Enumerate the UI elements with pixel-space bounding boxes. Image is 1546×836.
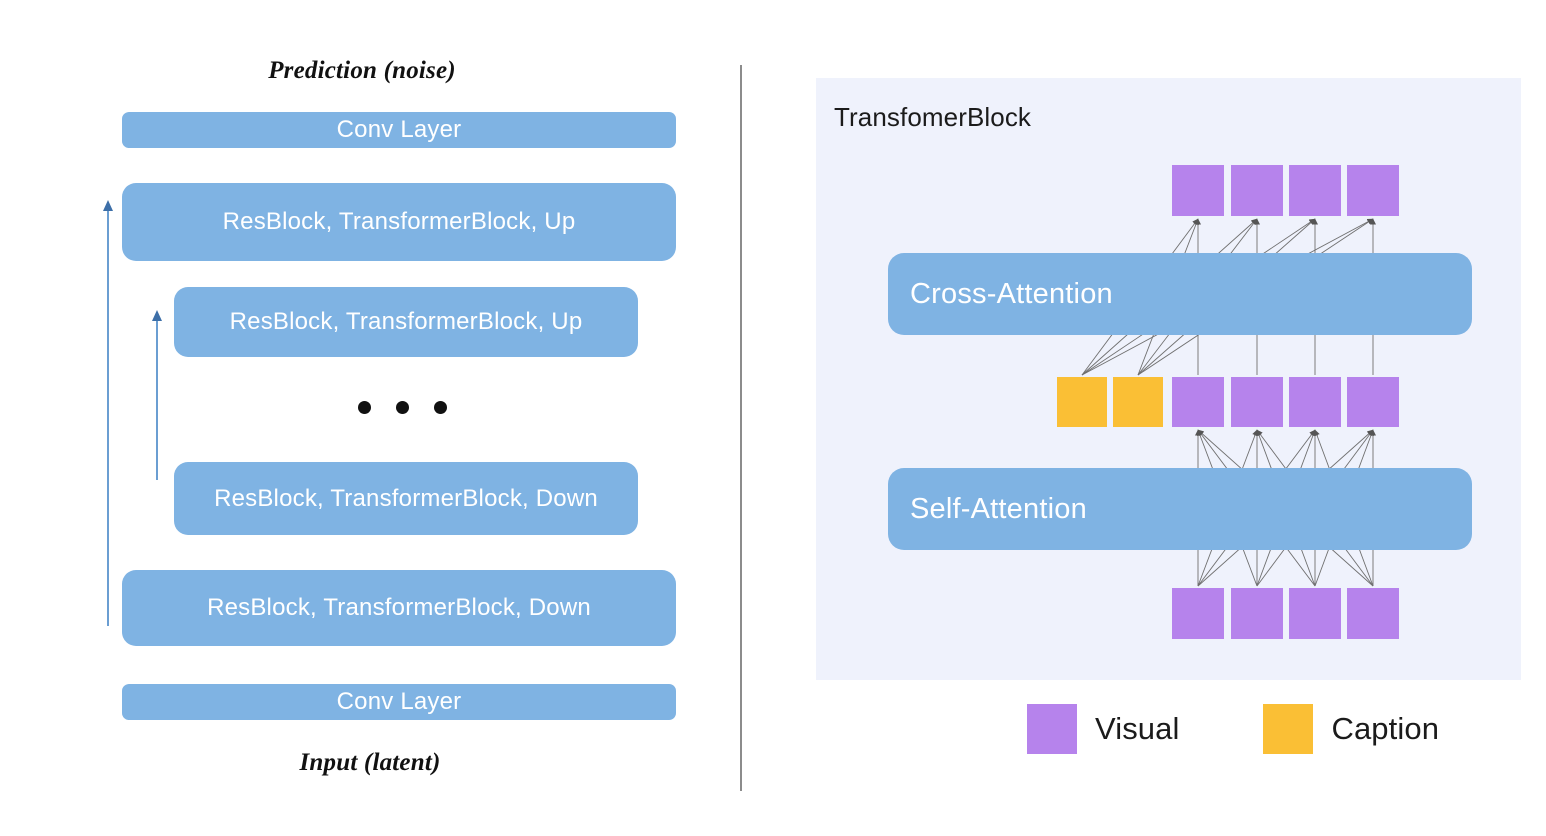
unet-stage-3: ResBlock, TransformerBlock, Down <box>174 462 638 535</box>
unet-stage-label: Conv Layer <box>336 688 462 715</box>
skip-arrow-head-1 <box>151 310 162 321</box>
intermediate-tokens-caption-0 <box>1057 377 1107 427</box>
legend-item-visual: Visual <box>1027 704 1179 754</box>
ellipsis-dot <box>434 401 447 414</box>
attention-block-1: Self-Attention <box>888 468 1472 550</box>
output-tokens-visual-3 <box>1347 165 1399 216</box>
input-tokens-visual-2 <box>1289 588 1341 639</box>
output-tokens-visual-2 <box>1289 165 1341 216</box>
output-tokens-visual-0 <box>1172 165 1224 216</box>
ellipsis-icon <box>358 401 447 414</box>
transformer-block-title: TransfomerBlock <box>834 102 1032 132</box>
skip-arrow-line-0 <box>107 210 109 626</box>
panel-divider <box>740 65 742 791</box>
attention-block-label: Self-Attention <box>910 492 1087 525</box>
attention-block-0: Cross-Attention <box>888 253 1472 335</box>
ellipsis-dot <box>358 401 371 414</box>
unet-stage-2: ResBlock, TransformerBlock, Up <box>174 287 638 357</box>
visual-color-swatch <box>1027 704 1077 754</box>
intermediate-tokens-visual-3 <box>1231 377 1283 427</box>
prediction-noise-caption: Prediction (noise) <box>268 57 456 84</box>
output-tokens-visual-1 <box>1231 165 1283 216</box>
legend-label-visual: Visual <box>1095 711 1180 746</box>
intermediate-tokens-caption-1 <box>1113 377 1163 427</box>
input-tokens-visual-1 <box>1231 588 1283 639</box>
attention-block-label: Cross-Attention <box>910 277 1113 310</box>
unet-stage-label: ResBlock, TransformerBlock, Down <box>207 594 591 621</box>
input-tokens-visual-3 <box>1347 588 1399 639</box>
intermediate-tokens-visual-4 <box>1289 377 1341 427</box>
legend-item-caption: Caption <box>1263 704 1439 754</box>
unet-stage-5: Conv Layer <box>122 684 676 720</box>
unet-stage-label: ResBlock, TransformerBlock, Up <box>229 308 583 335</box>
intermediate-tokens-visual-5 <box>1347 377 1399 427</box>
input-latent-caption: Input (latent) <box>299 749 441 776</box>
caption-color-swatch <box>1263 704 1314 754</box>
unet-stage-label: ResBlock, TransformerBlock, Up <box>222 208 576 235</box>
legend: Visual Caption <box>1027 704 1439 754</box>
legend-label-caption: Caption <box>1331 711 1440 746</box>
input-tokens-visual-0 <box>1172 588 1224 639</box>
unet-stage-0: Conv Layer <box>122 112 676 148</box>
unet-stage-1: ResBlock, TransformerBlock, Up <box>122 183 676 261</box>
ellipsis-dot <box>396 401 409 414</box>
intermediate-tokens-visual-2 <box>1172 377 1224 427</box>
skip-arrow-head-0 <box>102 200 113 211</box>
unet-stage-label: Conv Layer <box>336 116 462 143</box>
unet-stage-label: ResBlock, TransformerBlock, Down <box>214 484 598 512</box>
attention-edges <box>1081 218 1376 587</box>
unet-stage-4: ResBlock, TransformerBlock, Down <box>122 570 676 646</box>
skip-arrow-line-1 <box>156 320 158 480</box>
